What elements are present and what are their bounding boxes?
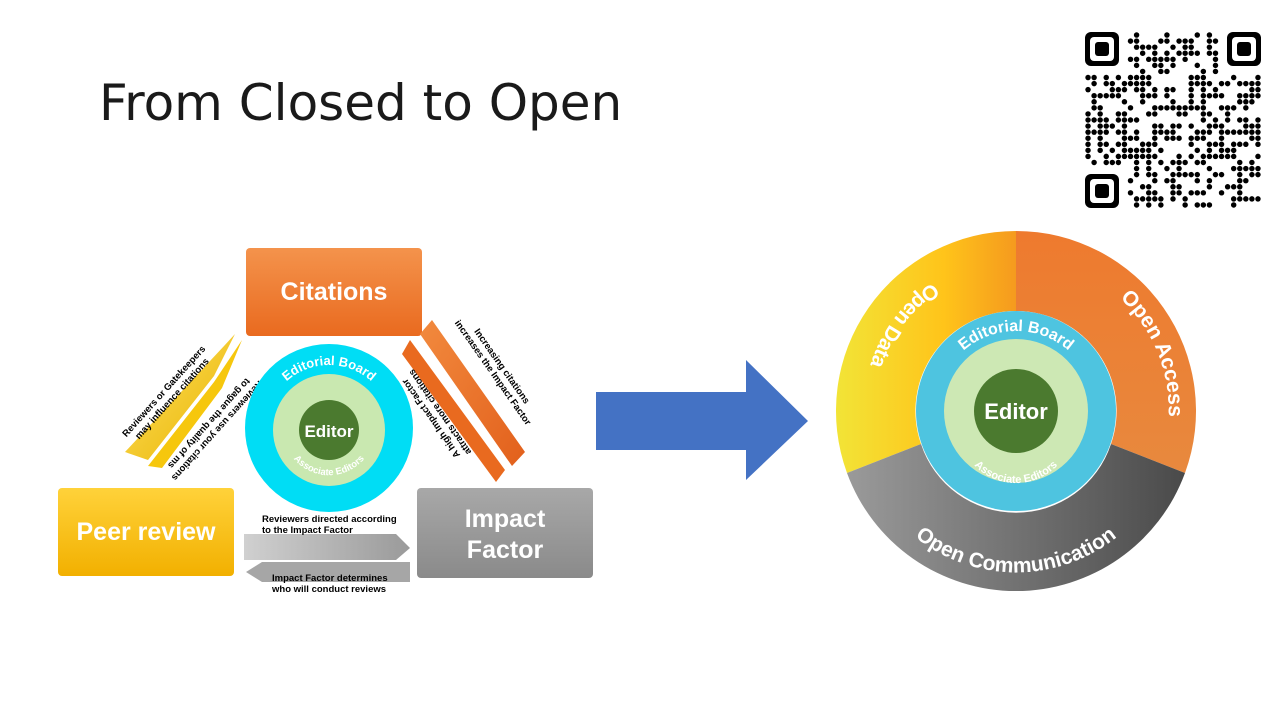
open-science-diagram: Open Data Open Access Open Communication… [835, 231, 1197, 592]
right-editor-label: Editor [984, 399, 1048, 424]
arrow-bottom-bottom-1: Impact Factor determines [272, 573, 388, 584]
yellow-arrows [125, 334, 242, 468]
arrow-bottom-top-1: Reviewers directed according [262, 514, 397, 525]
citations-box: Citations [246, 248, 422, 336]
open-access-segment [1016, 231, 1197, 473]
gray-arrows [244, 534, 410, 582]
orange-arrows [402, 320, 525, 482]
citations-label: Citations [281, 278, 388, 306]
left-center-circles: Editorial Board Editor Associate Editors [245, 344, 413, 512]
closed-cycle-diagram: Citations Peer review Impact Factor Revi… [58, 248, 593, 595]
slide-title: From Closed to Open [99, 74, 623, 132]
left-editor-label: Editor [304, 422, 353, 441]
arrow-bottom-bottom-2: who will conduct reviews [271, 584, 386, 595]
peer-review-box: Peer review [58, 488, 234, 576]
open-data-segment [835, 231, 1016, 473]
arrow-bottom-top-2: to the Impact Factor [262, 525, 353, 536]
right-editor-core [974, 369, 1058, 453]
peer-review-label: Peer review [77, 518, 217, 546]
impact-factor-label-2: Factor [467, 536, 544, 564]
transition-arrow-icon [596, 360, 808, 480]
impact-factor-box: Impact Factor [417, 488, 593, 578]
open-communication-segment [847, 444, 1185, 592]
impact-factor-label-1: Impact [465, 505, 546, 533]
qr-code [1085, 32, 1261, 208]
